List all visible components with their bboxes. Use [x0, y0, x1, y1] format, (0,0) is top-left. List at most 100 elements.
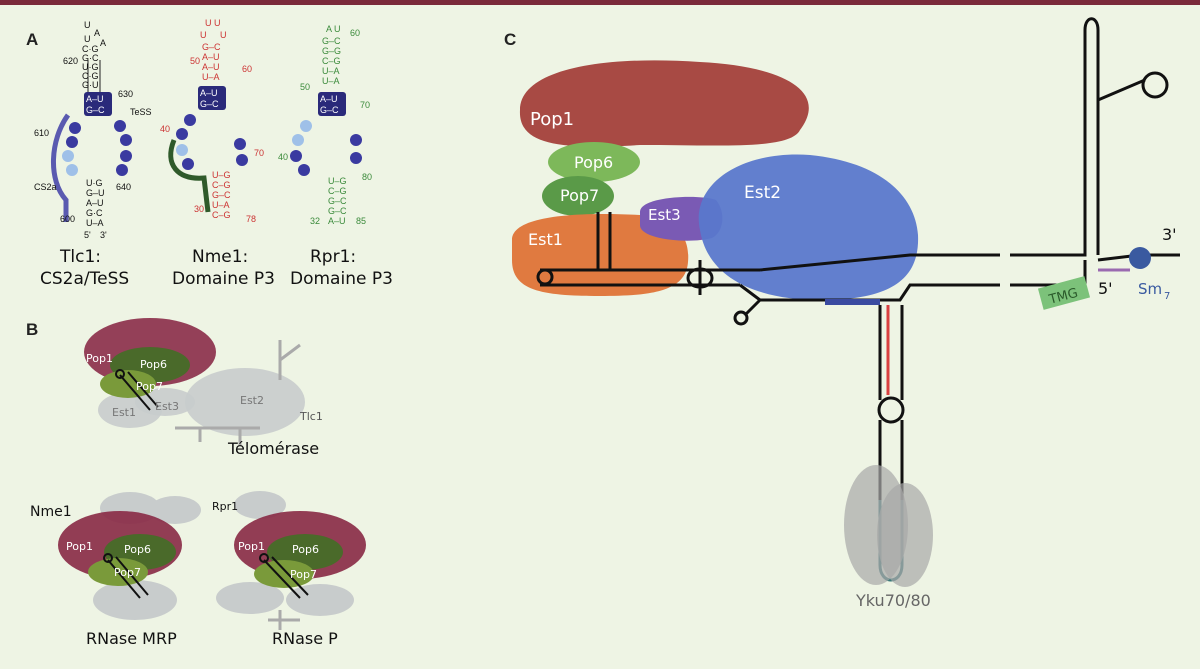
svg-text:U: U: [84, 20, 91, 30]
svg-text:U–A: U–A: [86, 218, 104, 228]
svg-text:A–U: A–U: [202, 52, 220, 62]
nme1-n30: 30: [194, 204, 204, 214]
svg-text:A–U: A–U: [202, 62, 220, 72]
b-mrp-pop6: Pop6: [124, 543, 151, 556]
svg-text:U U: U U: [205, 18, 221, 28]
rpr1-n50: 50: [300, 82, 310, 92]
svg-text:G–C: G–C: [202, 42, 221, 52]
c-yku-right: [877, 483, 933, 587]
svg-text:U: U: [220, 30, 227, 40]
svg-text:G–C: G–C: [212, 190, 231, 200]
nme1-n40: 40: [160, 124, 170, 134]
b-rnasep-name: Rpr1: [212, 500, 238, 513]
svg-text:C–G: C–G: [212, 210, 231, 220]
svg-text:U–G: U–G: [212, 170, 231, 180]
svg-text:G–C: G–C: [200, 99, 219, 109]
nme1-n50: 50: [190, 56, 200, 66]
svg-text:A–U: A–U: [86, 198, 104, 208]
b-telo-pop7: Pop7: [136, 380, 163, 393]
rpr1-n32: 32: [310, 216, 320, 226]
c-est1-shape: [512, 214, 689, 296]
rpr1-n40: 40: [278, 152, 288, 162]
b-rnasep-pop1: Pop1: [238, 540, 265, 553]
svg-text:U·G: U·G: [86, 178, 103, 188]
nme1-caption-2: Domaine P3: [172, 269, 275, 289]
svg-text:G·U: G·U: [82, 80, 99, 90]
rpr1-n70: 70: [360, 100, 370, 110]
c-tmg-badge: [1037, 276, 1091, 310]
c-pop7-label: Pop7: [560, 186, 599, 205]
svg-text:C·G: C·G: [82, 44, 99, 54]
tlc1-n610: 610: [34, 128, 49, 138]
telomerase-cartoon: [84, 318, 305, 445]
tlc1-n620: 620: [63, 56, 78, 66]
svg-text:G–C: G–C: [328, 206, 347, 216]
tlc1-n640: 640: [116, 182, 131, 192]
nme1-n70: 70: [254, 148, 264, 158]
svg-text:U–A: U–A: [202, 72, 220, 82]
c-est1-label: Est1: [528, 230, 563, 249]
tlc1-n630: 630: [118, 89, 133, 99]
c-sm-ring: [1129, 247, 1151, 269]
b-telo-est1: Est1: [112, 406, 136, 419]
b-mrp-caption: RNase MRP: [86, 629, 177, 648]
svg-text:A–U: A–U: [200, 88, 218, 98]
svg-text:A–U: A–U: [86, 94, 104, 104]
b-rnasep-pop7: Pop7: [290, 568, 317, 581]
b-rnasep-caption: RNase P: [272, 629, 338, 648]
b-rnasep-pop6: Pop6: [292, 543, 319, 556]
svg-text:U–A: U–A: [322, 66, 340, 76]
c-pop7-shape: [542, 176, 614, 216]
svg-text:G·C: G·C: [82, 53, 99, 63]
panel-label-a: A: [26, 30, 38, 49]
nme1-caption-1: Nme1:: [192, 247, 248, 267]
b-telo-est2: Est2: [240, 394, 264, 407]
svg-text:G–C: G–C: [86, 105, 105, 115]
b-telo-pop6: Pop6: [140, 358, 167, 371]
panel-label-c: C: [504, 30, 516, 49]
svg-text:U–G: U–G: [328, 176, 347, 186]
nme1-n78: 78: [246, 214, 256, 224]
c-pop6-shape: [548, 142, 640, 182]
svg-text:G–C: G–C: [320, 105, 339, 115]
c-est3-label: Est3: [648, 206, 681, 224]
top-border: [0, 0, 1200, 5]
rpr1-structure: A U G–CG–G C–GU–A U–A A–U G–C U–GC–G G–C…: [278, 24, 372, 226]
svg-text:G–U: G–U: [86, 188, 105, 198]
c-five-prime: 5': [1098, 279, 1113, 298]
c-est2-label: Est2: [744, 183, 781, 203]
svg-text:U–A: U–A: [322, 76, 340, 86]
svg-text:U: U: [84, 34, 91, 44]
svg-text:G–C: G–C: [328, 196, 347, 206]
svg-text:C–G: C–G: [322, 56, 341, 66]
b-telo-caption: Télomérase: [227, 439, 319, 458]
rpr1-caption-2: Domaine P3: [290, 269, 393, 289]
svg-text:A: A: [100, 38, 106, 48]
c-three-prime: 3': [1162, 225, 1177, 244]
b-mrp-pop7: Pop7: [114, 566, 141, 579]
rpr1-n85: 85: [356, 216, 366, 226]
rpr1-n60: 60: [350, 28, 360, 38]
c-pop6-label: Pop6: [574, 153, 613, 172]
svg-text:U·G: U·G: [82, 62, 99, 72]
svg-text:C–G: C–G: [212, 180, 231, 190]
svg-text:C–G: C–G: [328, 186, 347, 196]
tlc1-five: 5': [84, 230, 91, 240]
b-telo-pop1: Pop1: [86, 352, 113, 365]
rpr1-caption-1: Rpr1:: [310, 247, 356, 267]
c-sm-sub: 7: [1164, 291, 1170, 302]
svg-text:C·G: C·G: [82, 71, 99, 81]
c-sm-label: Sm: [1138, 280, 1162, 298]
svg-text:U–A: U–A: [212, 200, 230, 210]
rnase-mrp-cartoon: [58, 492, 201, 620]
b-telo-tlc1: Tlc1: [299, 410, 323, 423]
svg-text:U: U: [200, 30, 207, 40]
svg-text:A U: A U: [326, 24, 341, 34]
c-pop1-shape: [519, 60, 809, 147]
rpr1-n80: 80: [362, 172, 372, 182]
svg-text:G·C: G·C: [86, 208, 103, 218]
nme1-n60: 60: [242, 64, 252, 74]
